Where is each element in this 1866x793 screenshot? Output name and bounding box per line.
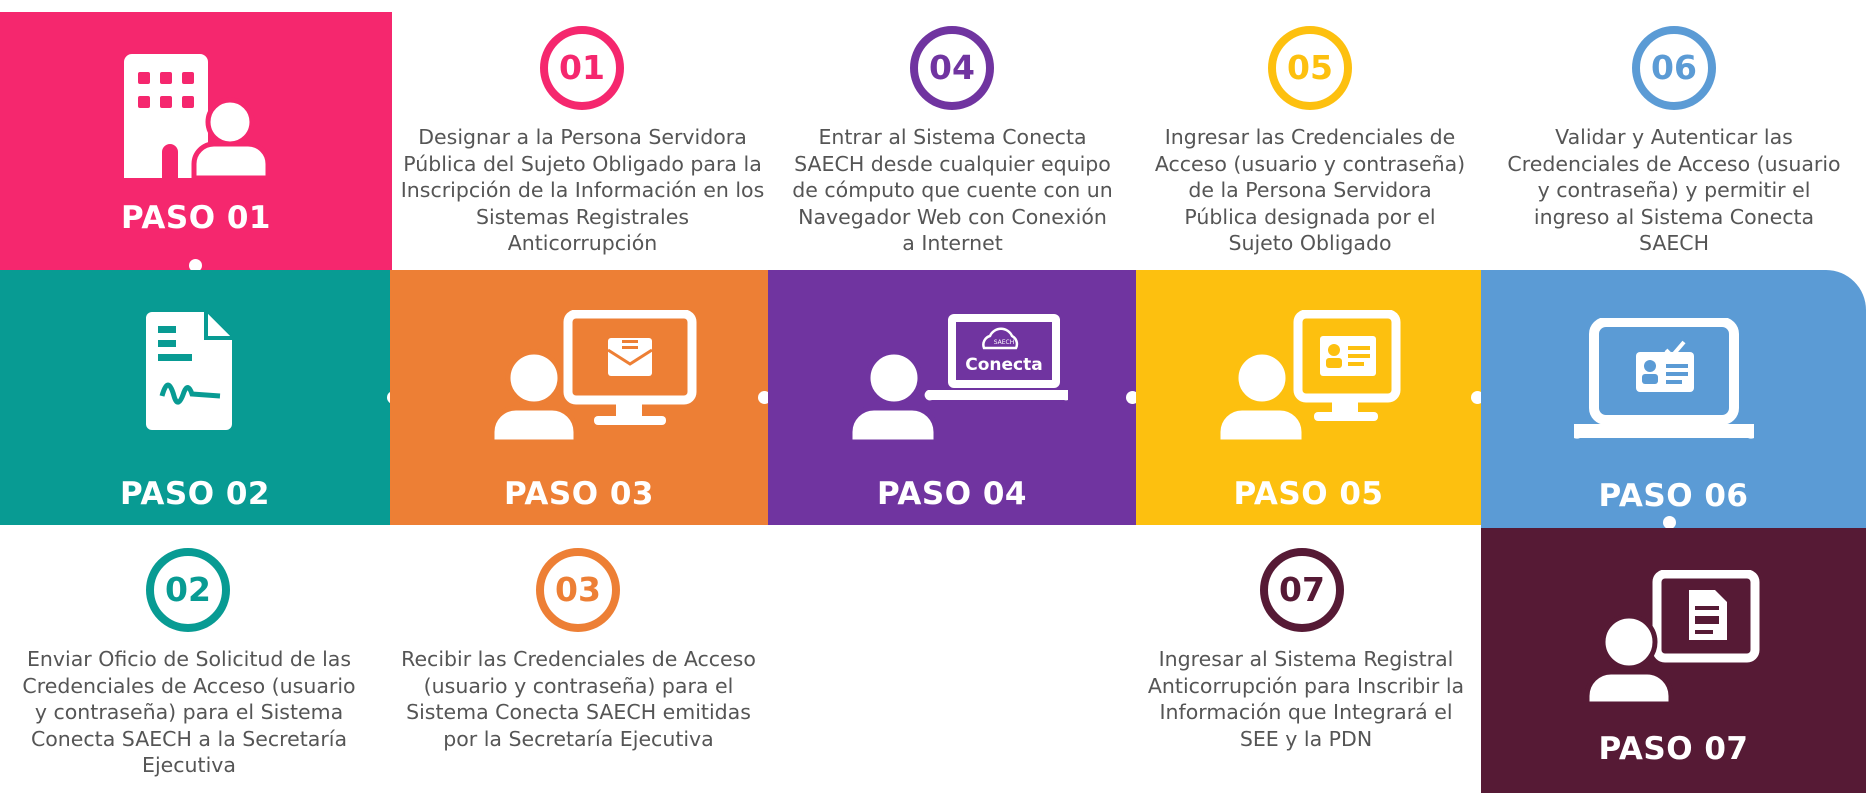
connector-dot xyxy=(189,259,202,272)
person-monitor-mail-icon xyxy=(490,310,697,445)
step-number-04: 04 xyxy=(910,26,994,110)
step-number-06: 06 xyxy=(1632,26,1716,110)
step-description-07: Ingresar al Sistema Registral Anticorrup… xyxy=(1147,647,1465,751)
step-05-block: PASO 05 xyxy=(1136,270,1481,525)
connector-dot xyxy=(1471,391,1484,404)
step-number-03: 03 xyxy=(536,548,620,632)
connector-dot xyxy=(758,391,771,404)
person-monitor-document-icon xyxy=(1585,570,1760,705)
saech-small-text: SAECH xyxy=(994,339,1015,346)
step-description-02: Enviar Oficio de Solicitud de las Creden… xyxy=(22,647,356,777)
connector-dot xyxy=(1663,516,1676,529)
step-description-01: Designar a la Persona Servidora Pública … xyxy=(400,125,765,255)
step-07-label: PASO 07 xyxy=(1598,731,1749,767)
connector-dot xyxy=(1126,391,1139,404)
signed-document-icon xyxy=(146,312,232,430)
step-06-label: PASO 06 xyxy=(1598,478,1749,514)
step-02-label: PASO 02 xyxy=(120,476,270,512)
person-laptop-conecta-icon: SAECH Conecta xyxy=(848,314,1068,445)
step-description-04: Entrar al Sistema Conecta SAECH desde cu… xyxy=(792,125,1113,255)
step-description-05: Ingresar las Credenciales de Acceso (usu… xyxy=(1154,125,1466,255)
step-number-01: 01 xyxy=(540,26,624,110)
step-03-block: PASO 03 xyxy=(390,270,768,525)
step-number-02: 02 xyxy=(146,548,230,632)
step-03-label: PASO 03 xyxy=(504,476,654,512)
step-04-label: PASO 04 xyxy=(877,476,1027,512)
step-number-05: 05 xyxy=(1268,26,1352,110)
step-description-06: Validar y Autenticar las Credenciales de… xyxy=(1507,125,1841,255)
step-01-label: PASO 01 xyxy=(121,200,271,236)
step-07-block: PASO 07 xyxy=(1481,528,1866,793)
step-01-block: PASO 01 xyxy=(0,12,392,292)
step-05-label: PASO 05 xyxy=(1233,476,1384,512)
laptop-id-check-icon xyxy=(1574,318,1754,439)
step-02-block: PASO 02 xyxy=(0,270,390,525)
step-number-07: 07 xyxy=(1260,548,1344,632)
building-person-icon xyxy=(124,54,270,181)
person-monitor-id-card-icon xyxy=(1216,310,1401,445)
step-description-03: Recibir las Credenciales de Acceso (usua… xyxy=(401,647,756,751)
step-06-block: PASO 06 xyxy=(1481,270,1866,550)
conecta-logo-text: Conecta xyxy=(965,355,1042,375)
step-04-block: SAECH Conecta PASO 04 xyxy=(768,270,1136,525)
